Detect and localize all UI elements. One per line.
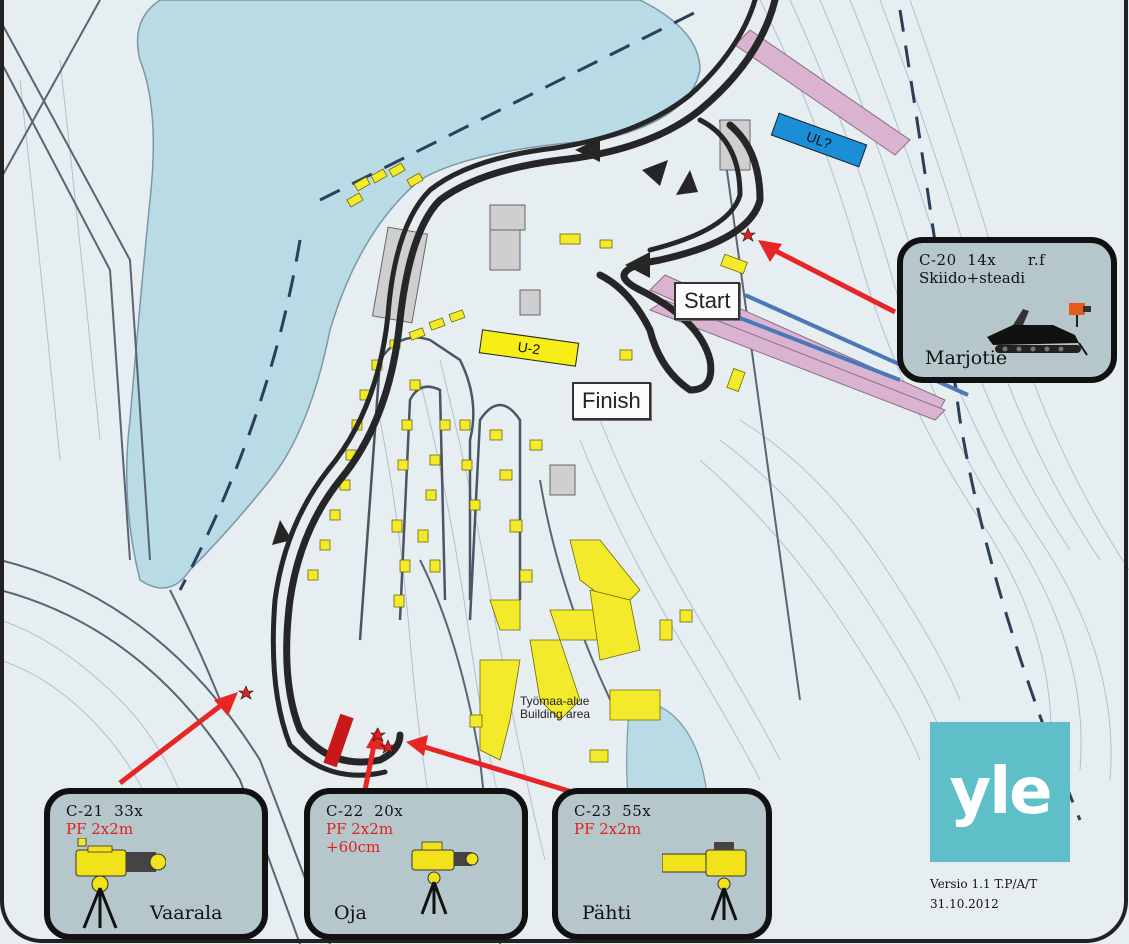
finish-label: Finish <box>572 382 651 420</box>
yellow-buildings <box>307 162 748 763</box>
camera-spec: C-20 14x r.f <box>919 251 1046 269</box>
camera-location: Marjotie <box>925 347 1008 369</box>
camera-location: Pähti <box>582 902 632 924</box>
camera-box-c22: C-22 20x PF 2x2m +60cm Oja <box>304 788 528 940</box>
camera-on-tripod-icon <box>662 842 747 921</box>
lift-corridors <box>648 29 946 421</box>
camera-box-c23: C-23 55x PF 2x2m Pähti <box>552 788 772 940</box>
boundary-dashed <box>178 8 1082 821</box>
roads <box>0 0 801 944</box>
building-area-en: Building area <box>520 707 591 721</box>
camera-on-tripod-icon <box>75 838 166 929</box>
yle-logo: yle <box>930 722 1070 862</box>
track-arrows <box>272 138 698 545</box>
start-label: Start <box>674 282 741 320</box>
ski-track <box>270 0 779 778</box>
version-date: 31.10.2012 <box>930 897 999 911</box>
camera-mount: PF 2x2m <box>326 820 394 838</box>
red-gates <box>323 713 354 768</box>
camera-spec: C-21 33x <box>66 802 144 820</box>
building-area-fi: Työmaa-alue <box>520 694 590 708</box>
camera-mount: PF 2x2m <box>66 820 134 838</box>
camera-spec: C-22 20x <box>326 802 404 820</box>
camera-spec: C-23 55x <box>574 802 652 820</box>
camera-location: Oja <box>334 902 367 924</box>
building-area-label: Työmaa-alue Building area <box>520 695 590 721</box>
camera-box-c20: C-20 14x r.f Skiido+steadi Marjotie <box>897 237 1117 383</box>
camera-mount: Skiido+steadi <box>919 269 1026 287</box>
version-info: Versio 1.1 T.P/A/T 31.10.2012 <box>930 874 1037 914</box>
camera-arrows <box>118 240 897 795</box>
camera-box-c21: C-21 33x PF 2x2m Vaarala <box>44 788 268 940</box>
snowmobile-camera-icon <box>987 303 1091 356</box>
camera-mount: PF 2x2m <box>574 820 642 838</box>
camera-location: Vaarala <box>150 902 223 924</box>
camera-position-stars <box>238 227 756 754</box>
version-text: Versio 1.1 T.P/A/T <box>930 877 1038 891</box>
camera-height: +60cm <box>326 838 381 856</box>
camera-on-tripod-icon <box>411 841 479 915</box>
